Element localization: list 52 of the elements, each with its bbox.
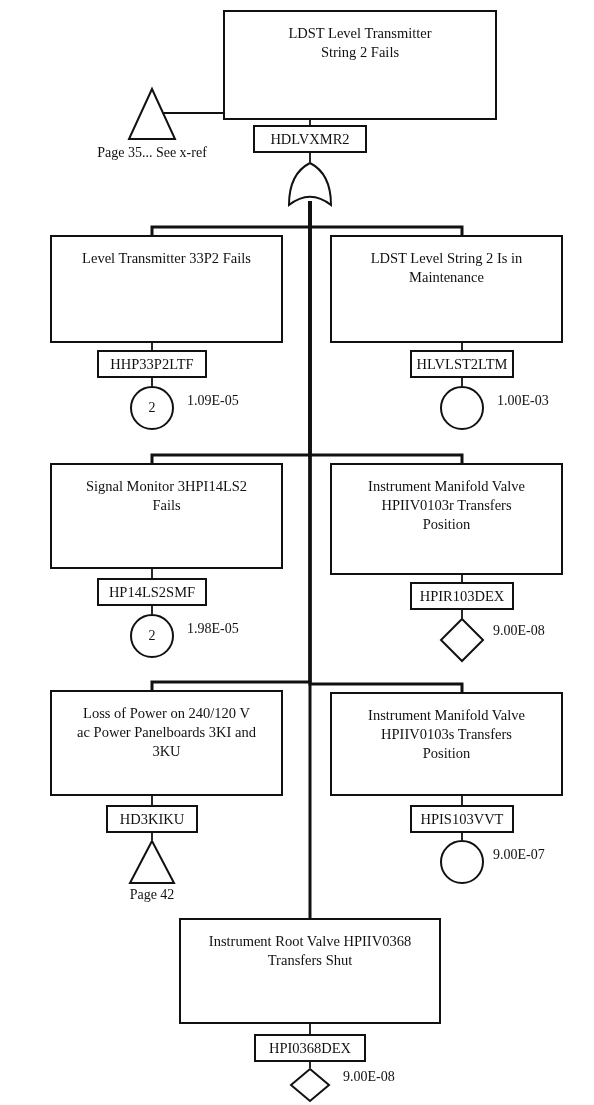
connector-line: [151, 795, 153, 806]
connector-line: [151, 568, 153, 579]
connector-line: [151, 605, 153, 615]
connector-line: [309, 119, 311, 126]
basic-event-circle: [440, 840, 484, 884]
event-id: HP14LS2SMF: [97, 578, 207, 606]
connector-line: [309, 152, 311, 163]
connector-line: [309, 1023, 311, 1035]
connector-line: [461, 832, 463, 841]
probability-label: 1.09E-05: [187, 392, 239, 410]
event-box: Level Transmitter 33P2 Fails: [50, 235, 283, 343]
transfer-triangle: [128, 88, 176, 140]
connector-line: [461, 342, 463, 351]
connector-line: [461, 574, 463, 583]
probability-label: Page 42: [129, 886, 175, 904]
probability-label: Page 35... See x-ref: [97, 144, 207, 162]
event-number: 2: [148, 628, 156, 644]
basic-event-circle: [130, 614, 174, 658]
connector-line: [162, 112, 224, 114]
undeveloped-event-diamond: [440, 618, 484, 662]
connector-line: [461, 795, 463, 806]
event-id: HPI0368DEX: [254, 1034, 366, 1062]
probability-label: 1.00E-03: [497, 392, 549, 410]
event-id: HPIS103VVT: [410, 805, 514, 833]
connector-line: [151, 377, 153, 387]
event-box: LDST Level String 2 Is in Maintenance: [330, 235, 563, 343]
or-gate: [288, 162, 332, 206]
probability-label: 9.00E-08: [343, 1068, 395, 1086]
event-box: LDST Level Transmitter String 2 Fails: [223, 10, 497, 120]
connector-line: [151, 342, 153, 351]
probability-label: 1.98E-05: [187, 620, 239, 638]
event-id: HPIR103DEX: [410, 582, 514, 610]
event-box: Loss of Power on 240/120 V ac Power Panelboards 3KI and 3KU: [50, 690, 283, 796]
basic-event-circle: [440, 386, 484, 430]
event-box: Instrument Manifold Valve HPIIV0103r Transfers Position: [330, 463, 563, 575]
undeveloped-event-diamond: [290, 1068, 330, 1102]
event-id: HLVLST2LTM: [410, 350, 514, 378]
event-id: HHP33P2LTF: [97, 350, 207, 378]
probability-label: 9.00E-07: [493, 846, 545, 864]
event-box: Instrument Manifold Valve HPIIV0103s Transfers Position: [330, 692, 563, 796]
event-id: HD3KIKU: [106, 805, 198, 833]
transfer-triangle: [129, 840, 175, 884]
event-number: 2: [148, 400, 156, 416]
event-box: Signal Monitor 3HPI14LS2 Fails: [50, 463, 283, 569]
connector-line: [461, 377, 463, 387]
event-box: Instrument Root Valve HPIIV0368 Transfers Shut: [179, 918, 441, 1024]
event-id: HDLVXMR2: [253, 125, 367, 153]
probability-label: 9.00E-08: [493, 622, 545, 640]
basic-event-circle: [130, 386, 174, 430]
connector-line: [151, 832, 153, 841]
connector-line: [461, 609, 463, 619]
connector-line: [309, 1061, 311, 1069]
